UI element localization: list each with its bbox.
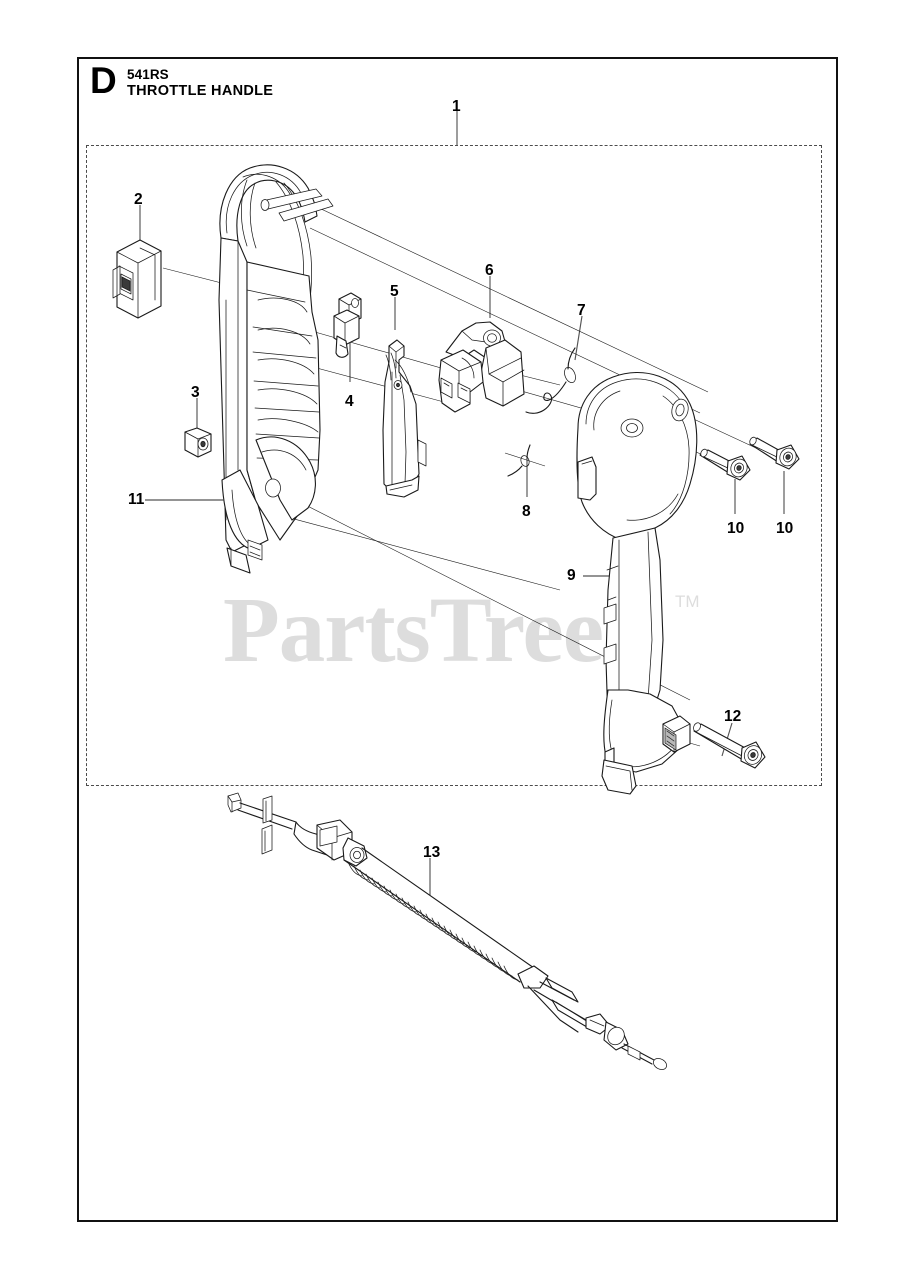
callout-10-a: 10 <box>727 520 745 537</box>
callout-12: 12 <box>724 708 742 725</box>
callout-10-b: 10 <box>776 520 794 537</box>
callout-11: 11 <box>128 491 145 508</box>
part-handle-half-shell-left <box>218 164 334 574</box>
part-hex-nut <box>184 427 212 458</box>
callout-9: 9 <box>567 567 576 584</box>
part-handle-half-shell-right <box>576 372 698 795</box>
part-throttle-trigger <box>438 321 525 413</box>
part-long-socket-screw <box>693 722 766 769</box>
callout-2: 2 <box>134 191 143 208</box>
part-torsion-spring-large <box>525 347 576 414</box>
callout-8: 8 <box>522 503 531 520</box>
assembly-group-box <box>86 145 822 786</box>
page-border <box>77 57 838 1222</box>
section-letter: D <box>90 60 117 101</box>
callout-6: 6 <box>485 262 494 279</box>
part-socket-head-screw-a <box>699 448 751 481</box>
part-socket-head-screw-b <box>749 436 800 470</box>
part-throttle-cable-assembly <box>227 792 667 1070</box>
part-throttle-lockout-button <box>333 292 362 358</box>
part-torsion-spring-small <box>507 444 531 477</box>
part-throttle-lockout-lever <box>382 339 427 498</box>
page-title: THROTTLE HANDLE <box>127 83 274 99</box>
callout-7: 7 <box>577 302 586 319</box>
diagram-header: D 541RS THROTTLE HANDLE <box>90 62 490 122</box>
title-block: 541RS THROTTLE HANDLE <box>127 67 273 100</box>
callout-13: 13 <box>423 844 441 861</box>
cable-corrugated-sheath <box>343 847 535 983</box>
model-code: 541RS <box>127 67 169 82</box>
callout-3: 3 <box>191 384 200 401</box>
callout-1: 1 <box>452 98 461 115</box>
callout-5: 5 <box>390 283 399 300</box>
callout-4: 4 <box>345 393 354 410</box>
part-stop-switch <box>112 239 162 319</box>
